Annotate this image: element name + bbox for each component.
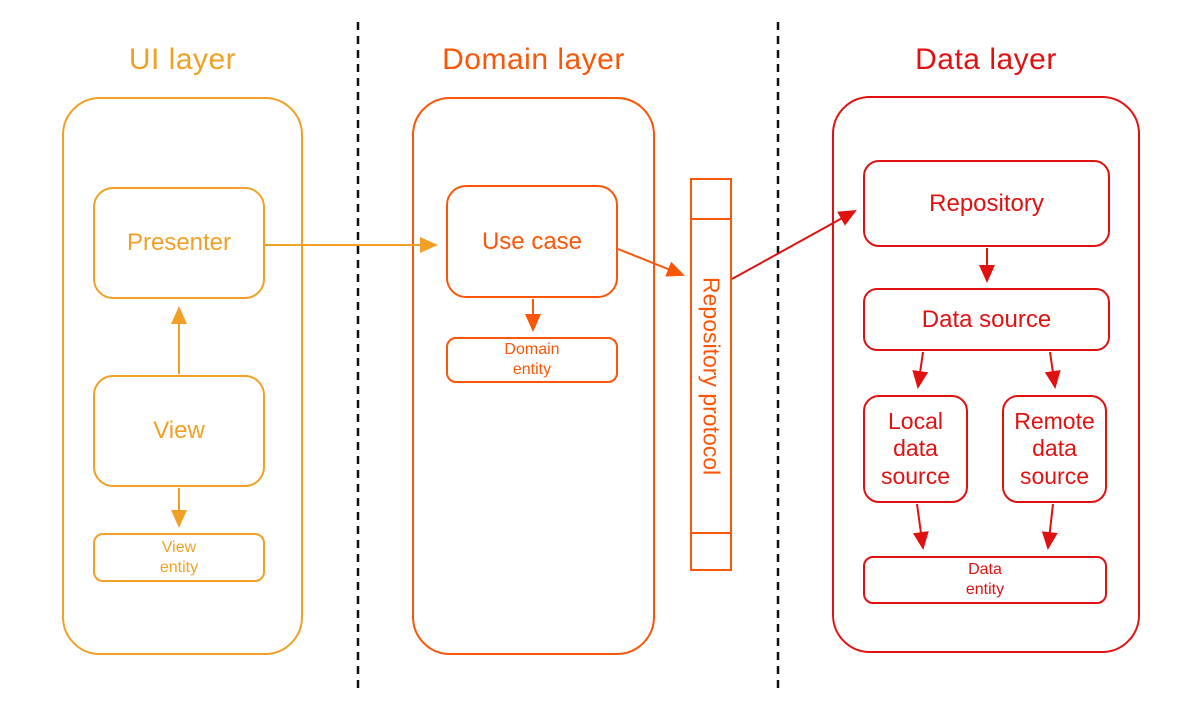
node-domain-entity: Domain entity — [446, 337, 618, 383]
use-case-label: Use case — [481, 227, 583, 255]
data-layer-container — [832, 96, 1140, 653]
protocol-bottom-divider — [692, 532, 730, 534]
domain-layer-title: Domain layer — [442, 43, 625, 76]
node-repository-protocol: Repository protocol — [690, 178, 732, 571]
node-use-case: Use case — [446, 185, 618, 298]
repository-label: Repository — [929, 189, 1044, 217]
ui-layer-container — [62, 97, 303, 655]
data-entity-label: Data entity — [965, 561, 1005, 598]
local-data-source-label: Local data source — [880, 408, 951, 489]
remote-data-source-label: Remote data source — [1014, 408, 1095, 489]
node-view: View — [93, 375, 265, 487]
domain-layer-container — [412, 97, 655, 655]
node-data-source: Data source — [863, 288, 1110, 351]
node-repository: Repository — [863, 160, 1110, 247]
node-local-data-source: Local data source — [863, 395, 968, 503]
protocol-top-divider — [692, 218, 730, 220]
data-source-label: Data source — [921, 305, 1052, 333]
presenter-label: Presenter — [126, 229, 232, 256]
node-remote-data-source: Remote data source — [1002, 395, 1107, 503]
node-view-entity: View entity — [93, 533, 265, 582]
node-presenter: Presenter — [93, 187, 265, 299]
data-layer-title: Data layer — [915, 43, 1057, 76]
domain-entity-label: Domain entity — [504, 341, 560, 378]
repository-protocol-label: Repository protocol — [698, 276, 725, 476]
node-data-entity: Data entity — [863, 556, 1107, 604]
view-label: View — [153, 417, 205, 444]
ui-layer-title: UI layer — [128, 43, 237, 76]
view-entity-label: View entity — [159, 538, 199, 576]
